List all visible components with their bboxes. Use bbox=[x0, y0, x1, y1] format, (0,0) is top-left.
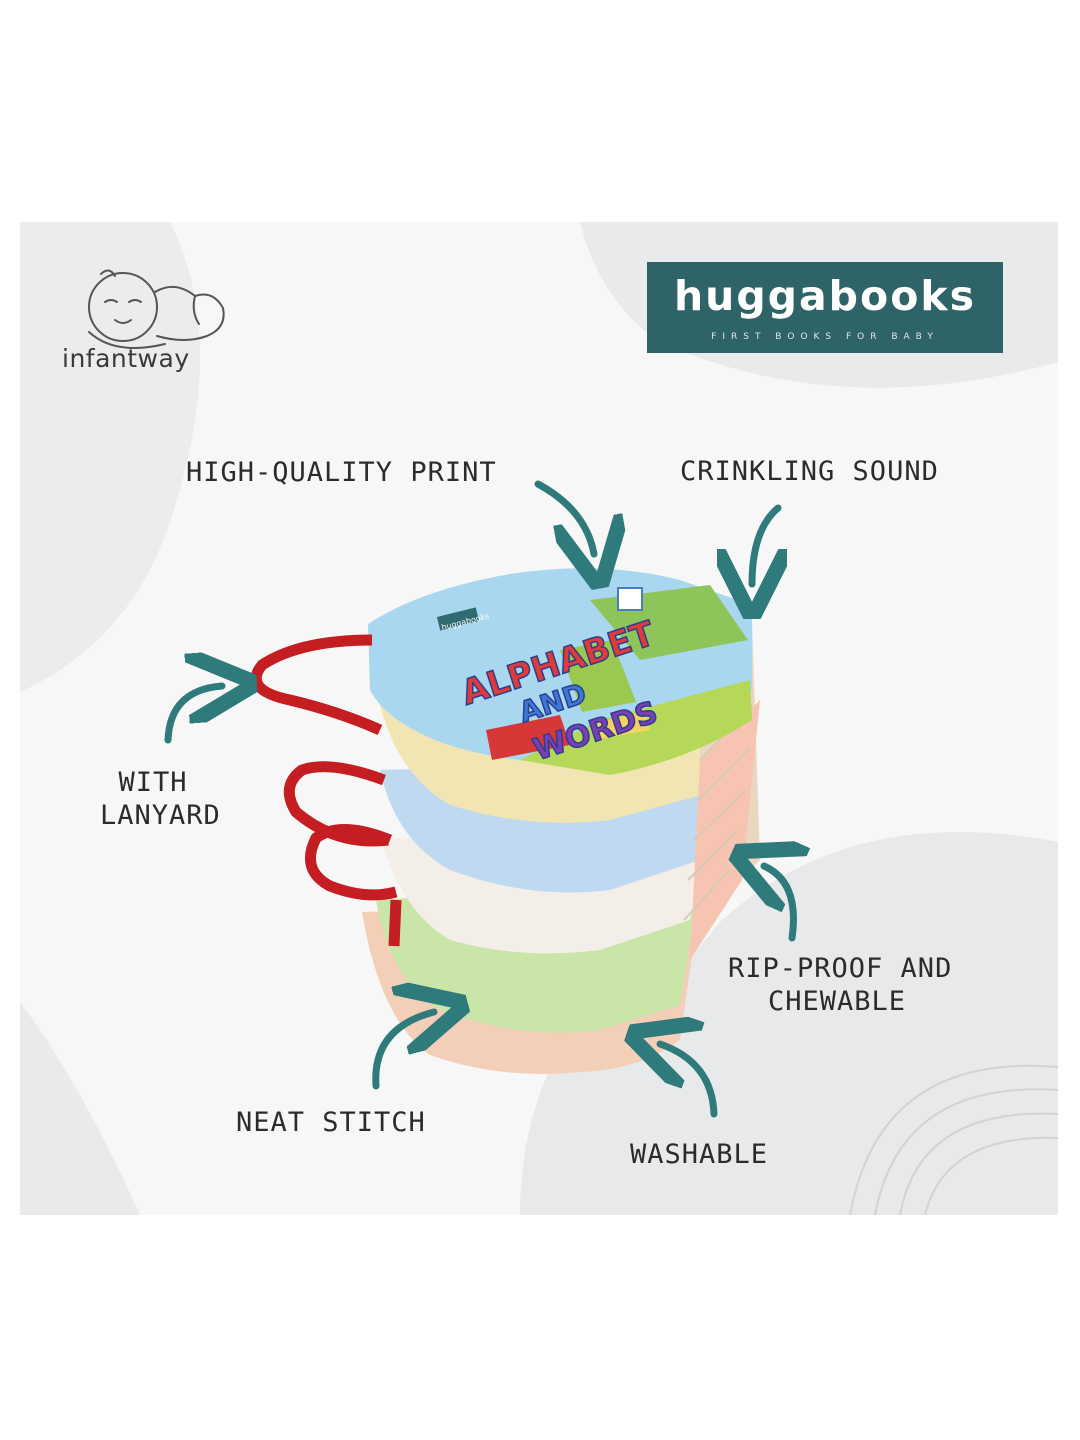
label-rip-proof-chewable: RIP-PROOF AND CHEWABLE bbox=[728, 952, 953, 1018]
arrow-with-lanyard bbox=[164, 686, 222, 744]
infantway-logo-text: infantway bbox=[62, 344, 190, 373]
arrow-neat-stitch bbox=[372, 1012, 434, 1090]
huggabooks-logo: huggabooks FIRST BOOKS FOR BABY bbox=[647, 262, 1003, 353]
label-rip-line1: RIP-PROOF AND bbox=[728, 953, 953, 984]
label-lanyard-line1: WITH bbox=[118, 767, 188, 798]
brand-tagline: FIRST BOOKS FOR BABY bbox=[711, 332, 939, 342]
brand-name: huggabooks bbox=[673, 272, 977, 320]
arrow-washable bbox=[660, 1044, 718, 1118]
arrow-high-quality-print bbox=[534, 480, 594, 554]
lanyard-middle bbox=[283, 761, 389, 847]
sleeping-baby-icon bbox=[88, 269, 225, 349]
label-high-quality-print: HIGH-QUALITY PRINT bbox=[186, 457, 497, 488]
label-crinkling-sound: CRINKLING SOUND bbox=[680, 456, 939, 487]
label-with-lanyard: WITH LANYARD bbox=[100, 766, 221, 832]
lanyard-strap bbox=[388, 899, 402, 947]
arrow-rip-proof bbox=[764, 866, 793, 942]
label-lanyard-line2: LANYARD bbox=[100, 800, 221, 831]
label-neat-stitch: NEAT STITCH bbox=[236, 1107, 426, 1138]
arrow-crinkling-sound bbox=[752, 504, 778, 584]
label-rip-line2: CHEWABLE bbox=[767, 986, 907, 1017]
label-washable: WASHABLE bbox=[630, 1139, 769, 1170]
lanyard-lower bbox=[304, 824, 398, 901]
